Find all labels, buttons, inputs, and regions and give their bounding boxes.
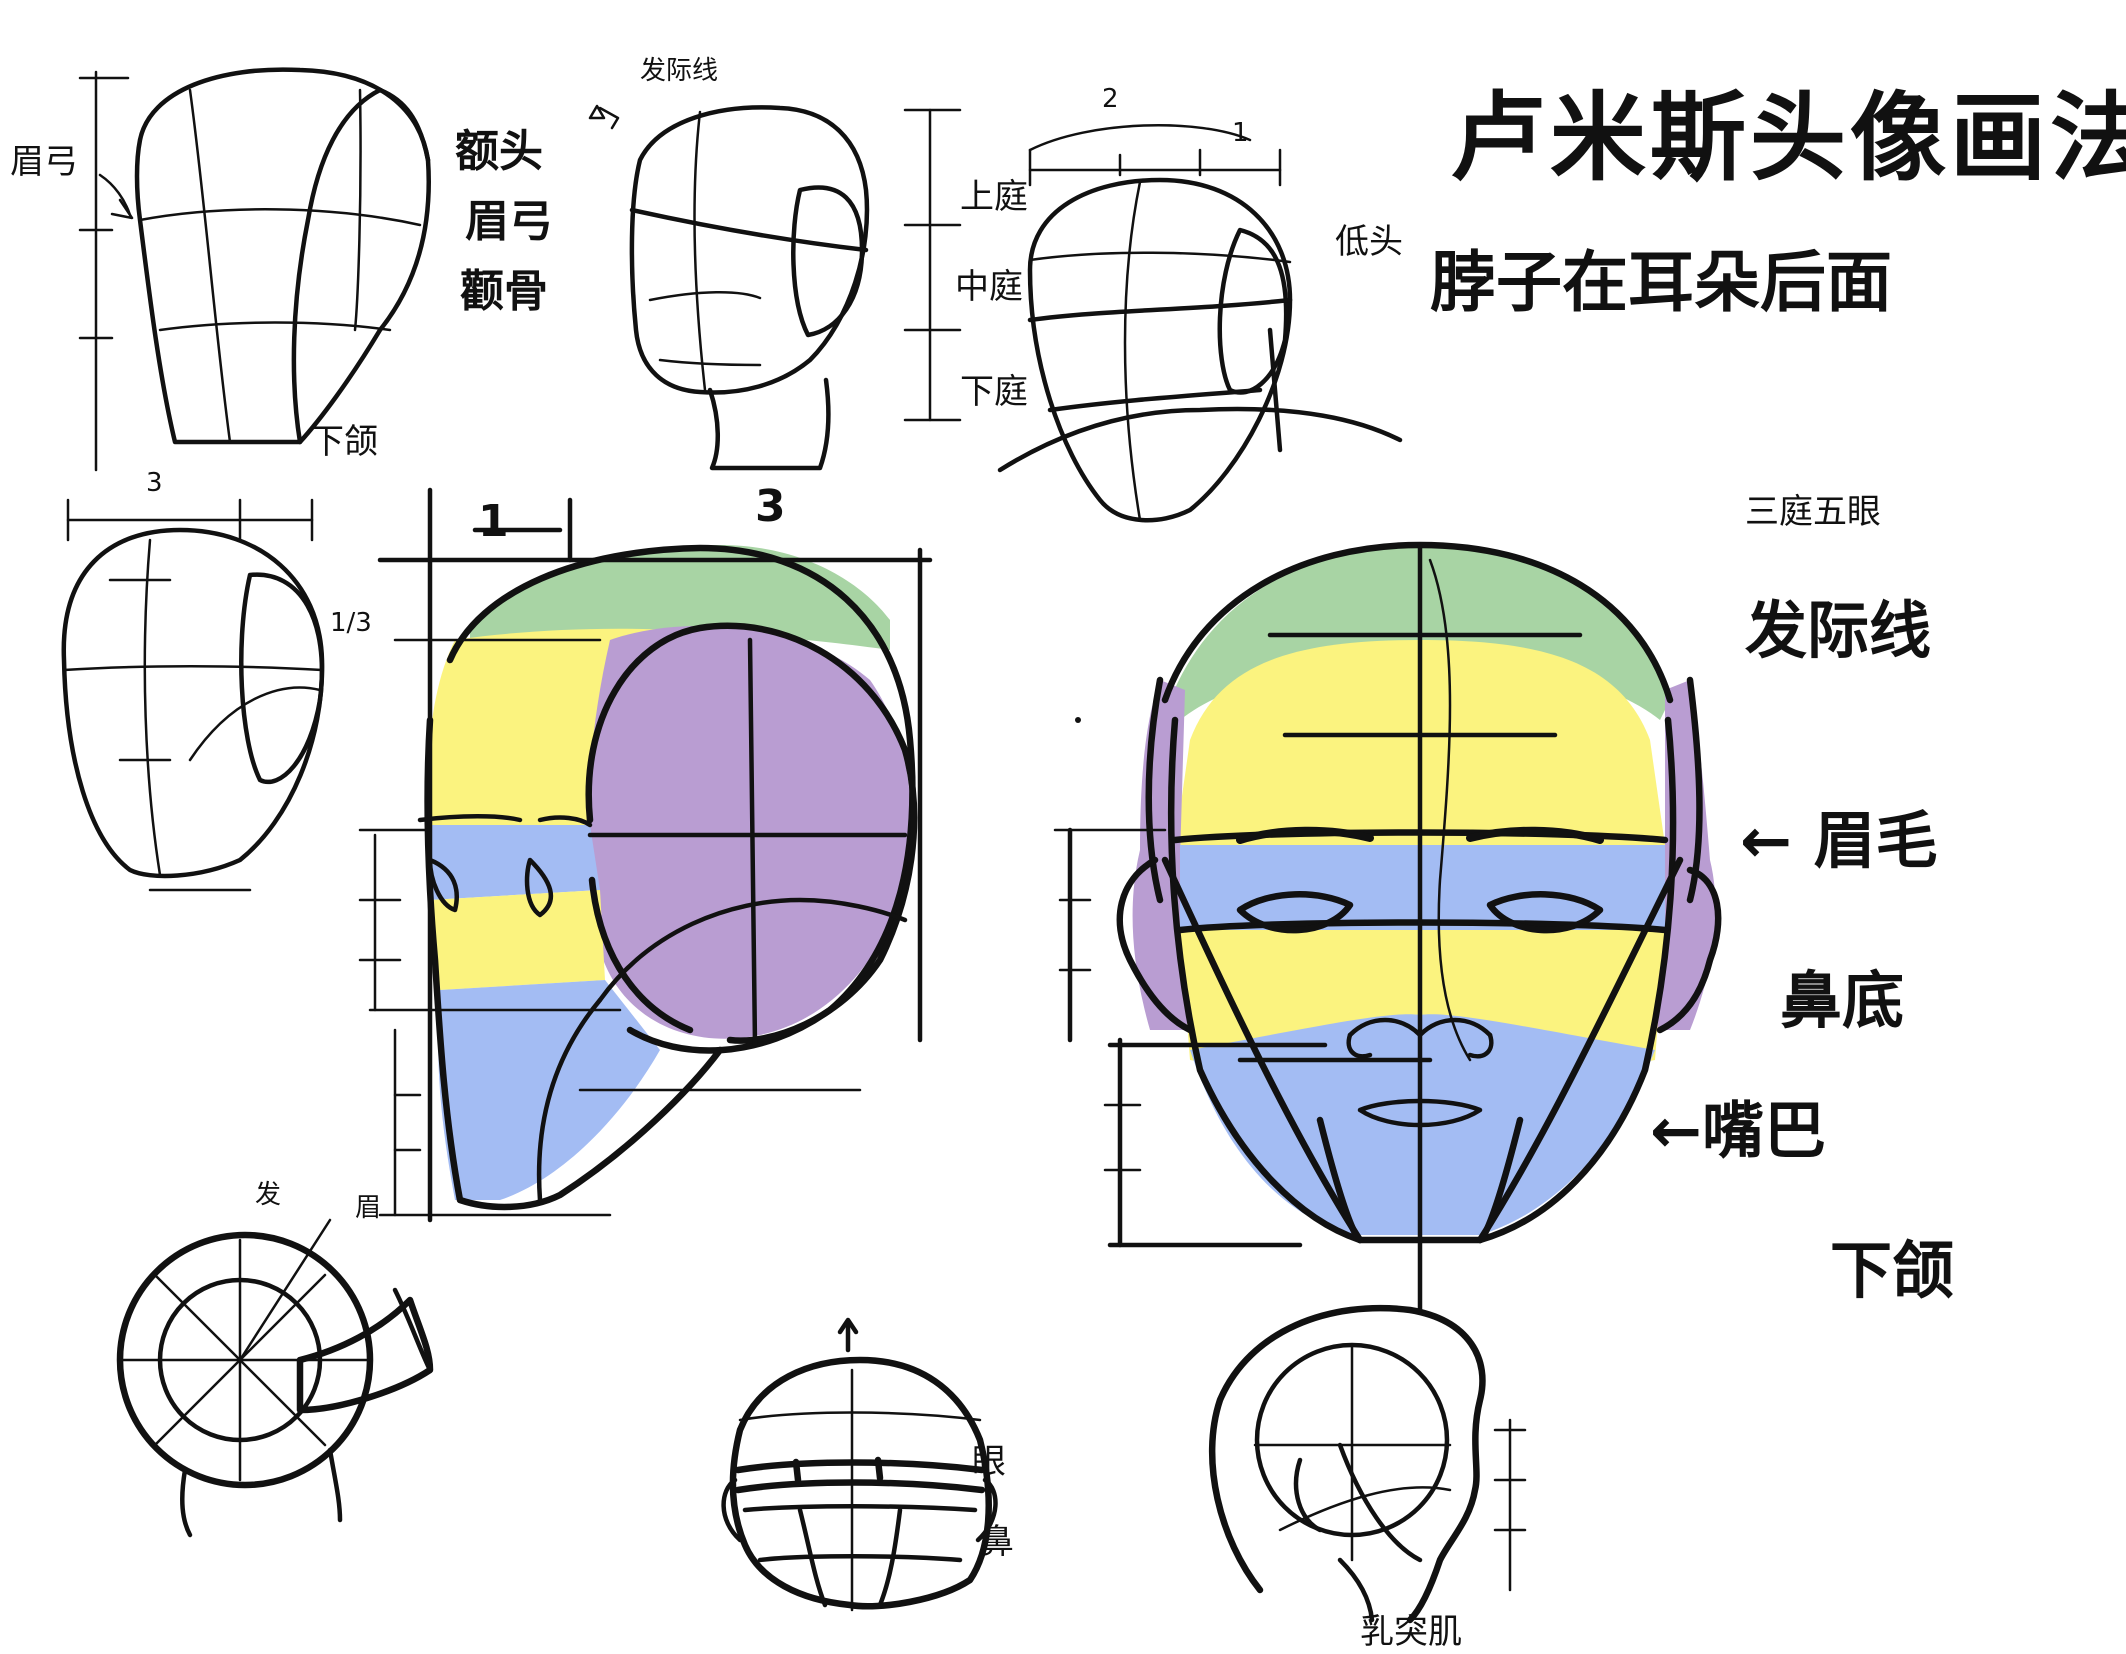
- label-top-2: 2: [1102, 84, 1119, 114]
- label-scm: 乳突肌: [1360, 1612, 1462, 1652]
- label-three-courts-five-eyes: 三庭五眼: [1745, 492, 1881, 532]
- label-side-big-1: 1: [478, 496, 509, 547]
- label-upper-court: 上庭: [960, 177, 1028, 217]
- label-eye-mark: 眼: [972, 1442, 1006, 1482]
- label-hair-mark: 发: [255, 1180, 282, 1210]
- label-nose-mark: 鼻: [980, 1522, 1014, 1562]
- sketch2-court-scale: [903, 108, 962, 422]
- label-hairline-small: 发际线: [640, 56, 719, 86]
- label-lower-court: 下庭: [960, 372, 1028, 412]
- label-middle-court: 中庭: [955, 267, 1023, 307]
- label-jaw-bottom: 下颌: [1830, 1234, 1955, 1307]
- sketch-side-head-profile: [1208, 1304, 1527, 1624]
- label-top-1: 1: [1232, 118, 1249, 148]
- label-brow-ridge: 眉弓: [10, 142, 78, 182]
- label-brow-mark: 眉: [355, 1193, 382, 1223]
- sketch-top-view-circle: [116, 1218, 434, 1538]
- sketch-head-looking-up: [721, 1317, 998, 1612]
- note-text: 脖子在耳朵后面: [1430, 244, 1892, 321]
- label-mouth: ←嘴巴: [1650, 1094, 1826, 1167]
- label-eyebrow: ← 眉毛: [1740, 804, 1938, 877]
- label-side-3: 3: [146, 468, 163, 498]
- sketch-head-three-quarter-1: [78, 67, 431, 472]
- label-lower-jaw-1: 下颌: [310, 422, 378, 462]
- sketch-head-lowered: [997, 123, 1403, 523]
- label-cheekbone: 颧骨: [460, 266, 548, 317]
- note-prefix: 低头: [1335, 222, 1403, 262]
- sketch-side-head-small: [61, 498, 325, 892]
- label-hairline: 发际线: [1745, 594, 1932, 667]
- label-side-frac: 1/3: [330, 608, 372, 638]
- sketch-front-head-colored: [1053, 541, 1722, 1313]
- sketch-head-with-neck: [588, 104, 870, 471]
- label-brow: 眉弓: [465, 196, 553, 247]
- sketch-side-head-colored: [358, 487, 933, 1223]
- label-forehead: 额头: [455, 126, 543, 177]
- label-side-big-3: 3: [755, 481, 786, 532]
- page-title: 卢米斯头像画法: [1450, 82, 2126, 194]
- label-nose-bottom: 鼻底: [1780, 964, 1905, 1037]
